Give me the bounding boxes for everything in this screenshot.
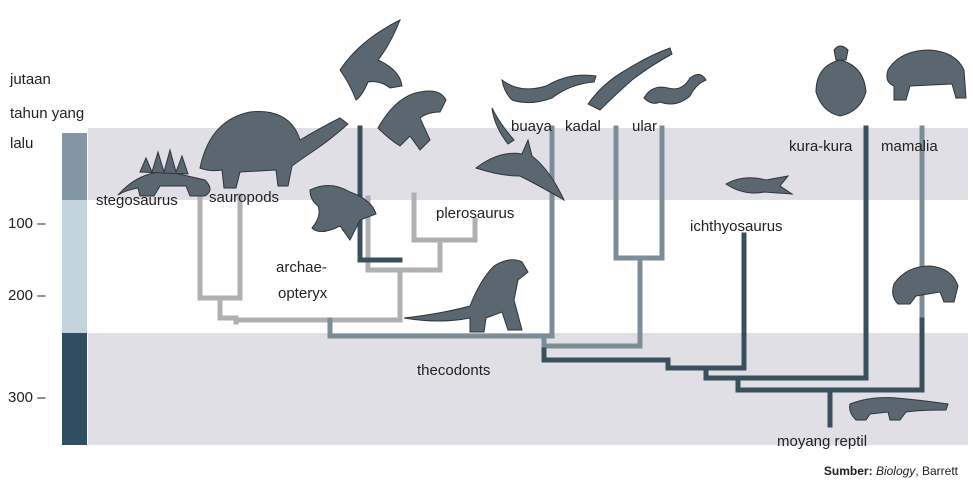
axis-title-line-1: jutaan [9,71,51,88]
axis-tick-300: 300 – [8,389,46,406]
label-archaeopteryx-1: archae- [276,259,327,276]
label-kadal: kadal [565,118,601,135]
label-buaya: buaya [511,118,553,135]
label-sauropods: sauropods [209,189,279,206]
source-credit: Sumber: Biology, Barrett [824,464,959,478]
source-author: , Barrett [915,464,958,478]
bird-illustration [340,20,402,100]
label-thecodonts: thecodonts [417,362,490,379]
mammal-illustration [887,50,966,100]
source-title: Biology [876,464,916,478]
time-bar-lower [62,333,87,445]
label-plerosaurus: plerosaurus [436,205,514,222]
crocodile-illustration [502,75,596,102]
turtle-illustration [816,60,866,116]
snake-illustration [644,74,706,104]
axis-tick-100: 100 – [8,215,46,232]
turtle-head-illustration [834,46,848,60]
axis-title-line-3: lalu [10,135,33,152]
label-ichthyosaurus: ichthyosaurus [690,218,783,235]
label-mamalia: mamalia [881,138,938,155]
label-archaeopteryx-2: opteryx [278,285,328,302]
axis-tick-200: 200 – [8,287,46,304]
source-label: Sumber: [824,464,873,478]
time-bar-middle [62,200,87,333]
label-moyang-reptil: moyang reptil [777,433,867,450]
label-ular: ular [632,118,657,135]
label-kura-kura: kura-kura [789,138,853,155]
time-bar-upper [62,133,87,200]
label-stegosaurus: stegosaurus [96,192,178,209]
axis-title-line-2: tahun yang [10,105,84,122]
